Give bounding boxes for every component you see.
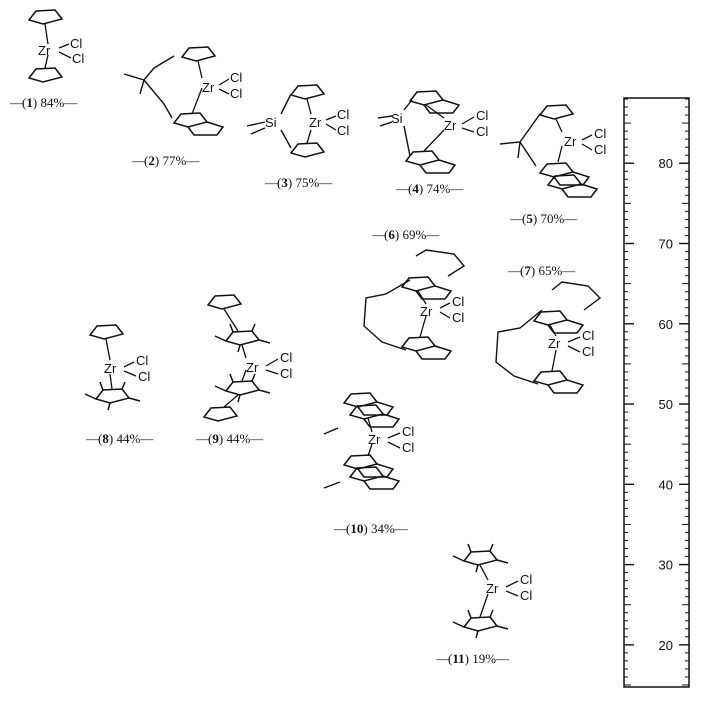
compound-label-2: —(2) 77%— [132,153,199,168]
metal-symbol: Zr [564,134,577,149]
molecule-5: Zr Cl Cl [499,104,606,198]
ligand-symbol: Cl [138,369,150,384]
ligand-symbol: Cl [452,294,464,309]
ligand-symbol: Cl [72,51,84,66]
scale-tick-label: 40 [659,477,673,492]
ligand-symbol: Cl [402,424,414,439]
ligand-symbol: Cl [594,142,606,157]
compound-label-4: —(4) 74%— [396,181,463,196]
ligand-symbol: Cl [402,440,414,455]
molecule-9: Zr Cl Cl [203,294,292,422]
scale-tick-label: 20 [659,638,673,653]
ligand-symbol: Cl [476,108,488,123]
ligand-symbol: Cl [280,366,292,381]
metal-symbol: Zr [368,432,381,447]
percentage-scale: 20 30 40 50 60 70 80 [623,97,690,688]
compound-label-11: —(11) 19%— [436,651,509,666]
compound-label-3: —(3) 75%— [265,175,332,190]
compound-label-7: —(7) 65%— [508,263,575,278]
scale-tick-label: 30 [659,558,673,573]
molecule-1: Zr Cl Cl [28,9,84,83]
bridge-symbol: Si [265,115,277,130]
molecule-8: Zr Cl Cl [84,324,150,411]
ligand-symbol: Cl [520,588,532,603]
metal-symbol: Zr [38,43,51,58]
ligand-symbol: Cl [337,107,349,122]
metal-symbol: Zr [486,581,499,596]
metal-symbol: Zr [309,115,322,130]
molecule-11: Zr Cl Cl [452,543,532,639]
molecule-2: Zr Cl Cl [123,46,242,136]
ligand-symbol: Cl [230,86,242,101]
ligand-symbol: Cl [452,310,464,325]
scale-tick-label: 50 [659,397,673,412]
scale-frame [623,97,690,688]
ligand-symbol: Cl [520,572,532,587]
ligand-symbol: Cl [337,123,349,138]
ligand-symbol: Cl [594,126,606,141]
ligand-symbol: Cl [230,70,242,85]
compound-label-6: —(6) 69%— [372,227,439,242]
metal-symbol: Zr [104,361,117,376]
molecule-4: Si Zr Cl Cl [377,90,488,174]
compound-label-1: —(1) 84%— [10,95,77,110]
scale-tick-label: 60 [659,317,673,332]
compound-label-8: —(8) 44%— [86,431,153,446]
molecule-7: Zr Cl Cl [495,281,602,394]
ligand-symbol: Cl [70,36,82,51]
ligand-symbol: Cl [476,124,488,139]
metal-symbol: Zr [548,336,561,351]
compound-label-5: —(5) 70%— [510,211,577,226]
metal-symbol: Zr [246,360,259,375]
molecule-3: Si Zr Cl Cl [246,84,349,158]
metal-symbol: Zr [420,304,433,319]
compound-label-10: —(10) 34%— [334,521,408,536]
scale-tick-label: 80 [659,156,673,171]
ligand-symbol: Cl [582,344,594,359]
ligand-symbol: Cl [582,328,594,343]
ligand-symbol: Cl [280,350,292,365]
metal-symbol: Zr [202,80,215,95]
compound-label-9: —(9) 44%— [196,431,263,446]
metal-symbol: Zr [444,118,457,133]
scale-tick-label: 70 [659,236,673,251]
molecule-10: Zr Cl Cl [323,392,414,490]
ligand-symbol: Cl [136,353,148,368]
molecule-6: Zr Cl Cl [363,249,466,360]
bridge-symbol: Si [391,111,403,126]
